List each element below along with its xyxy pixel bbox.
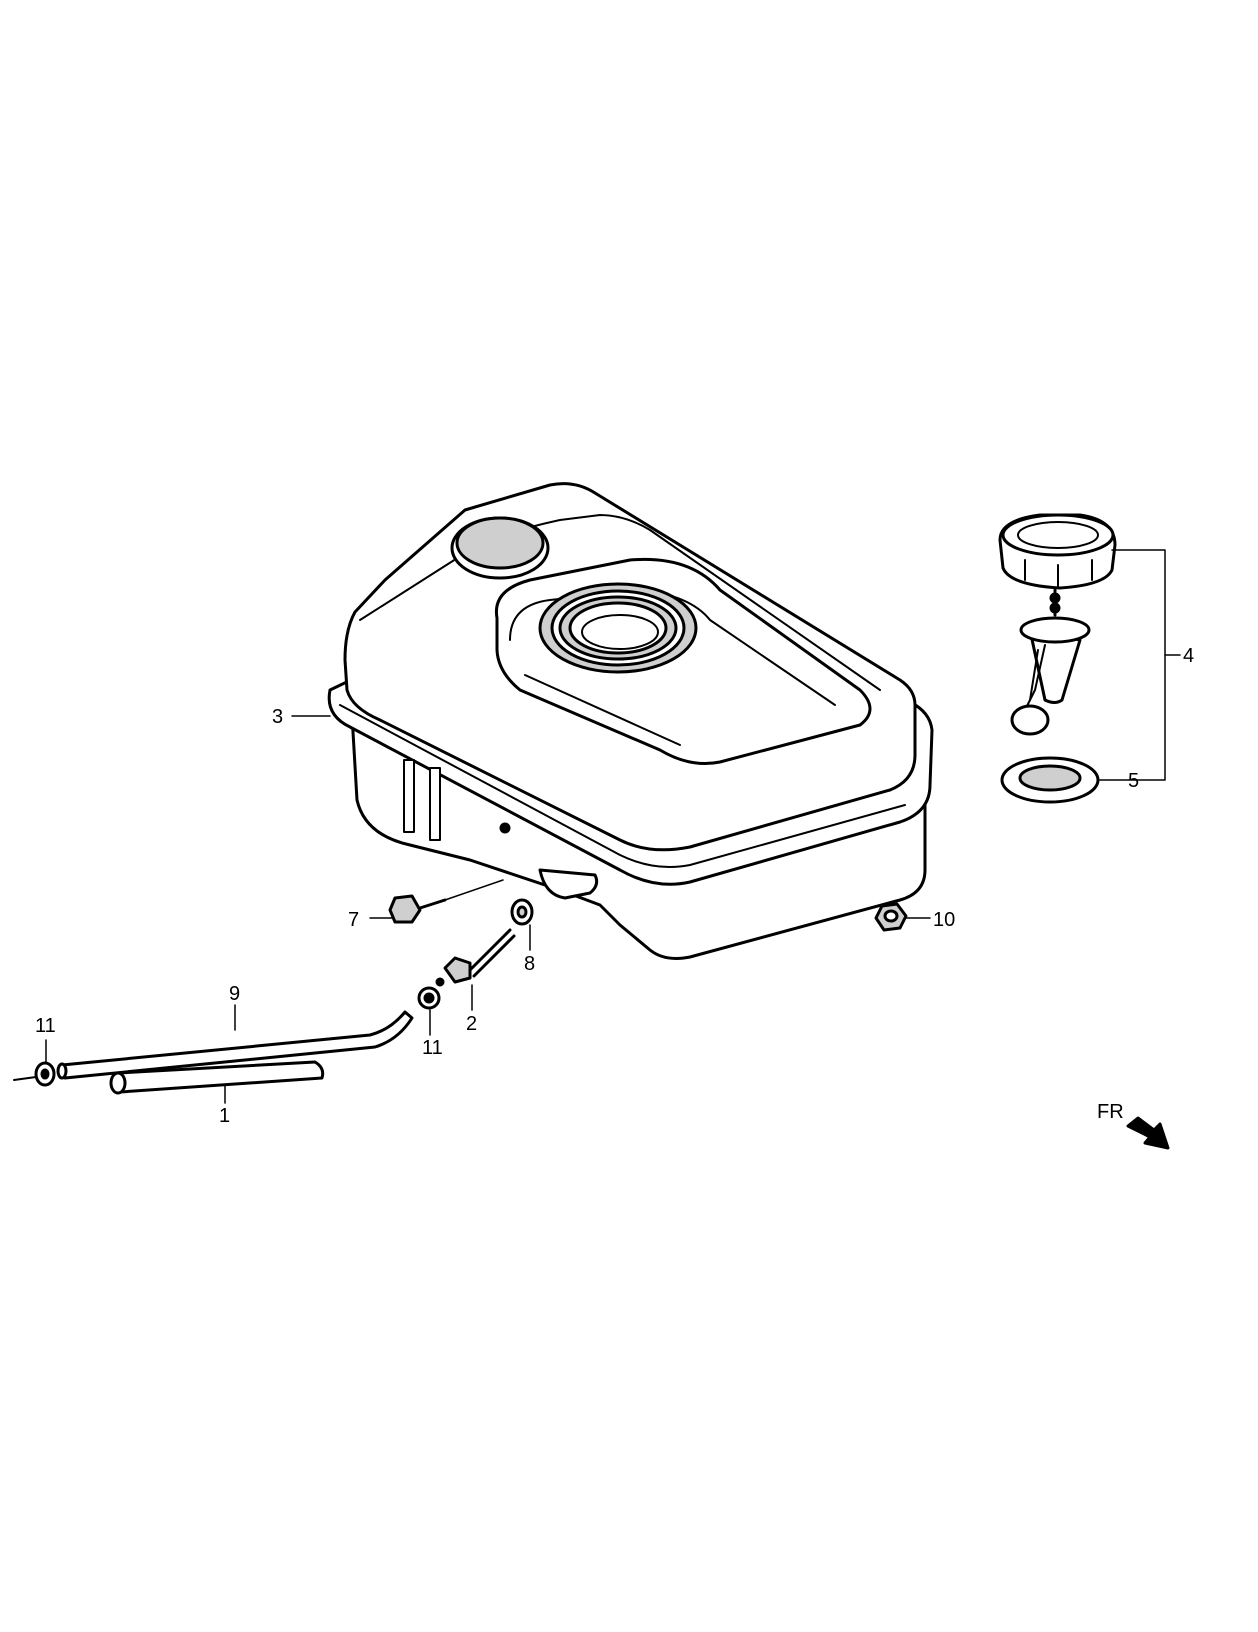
callout-5: 5 xyxy=(1128,770,1139,792)
front-direction-arrow-icon xyxy=(1126,1116,1170,1150)
nut-icon xyxy=(874,902,908,932)
front-direction-label: FR xyxy=(1097,1101,1124,1123)
cap-gasket-icon xyxy=(1000,756,1100,804)
callout-10: 10 xyxy=(933,909,955,931)
fuel-cap-assembly-icon xyxy=(998,513,1117,736)
hose-clip-icon xyxy=(417,986,441,1010)
hose-clip-icon xyxy=(13,1061,56,1087)
fuel-hose-icon xyxy=(56,1010,414,1080)
callout-11-valve: 11 xyxy=(422,1037,443,1059)
callout-4: 4 xyxy=(1183,645,1194,667)
callout-11-hose: 11 xyxy=(35,1015,56,1037)
fuel-tube-icon xyxy=(109,1060,325,1095)
flange-bolt-icon xyxy=(388,879,504,924)
callout-2: 2 xyxy=(466,1013,477,1035)
callout-8: 8 xyxy=(524,953,535,975)
callout-7: 7 xyxy=(348,909,359,931)
callout-3: 3 xyxy=(272,706,283,728)
fuel-valve-icon xyxy=(435,928,516,987)
washer-icon xyxy=(510,898,534,926)
callout-1: 1 xyxy=(219,1105,230,1127)
fuel-tank-icon xyxy=(327,482,934,960)
callout-9: 9 xyxy=(229,983,240,1005)
